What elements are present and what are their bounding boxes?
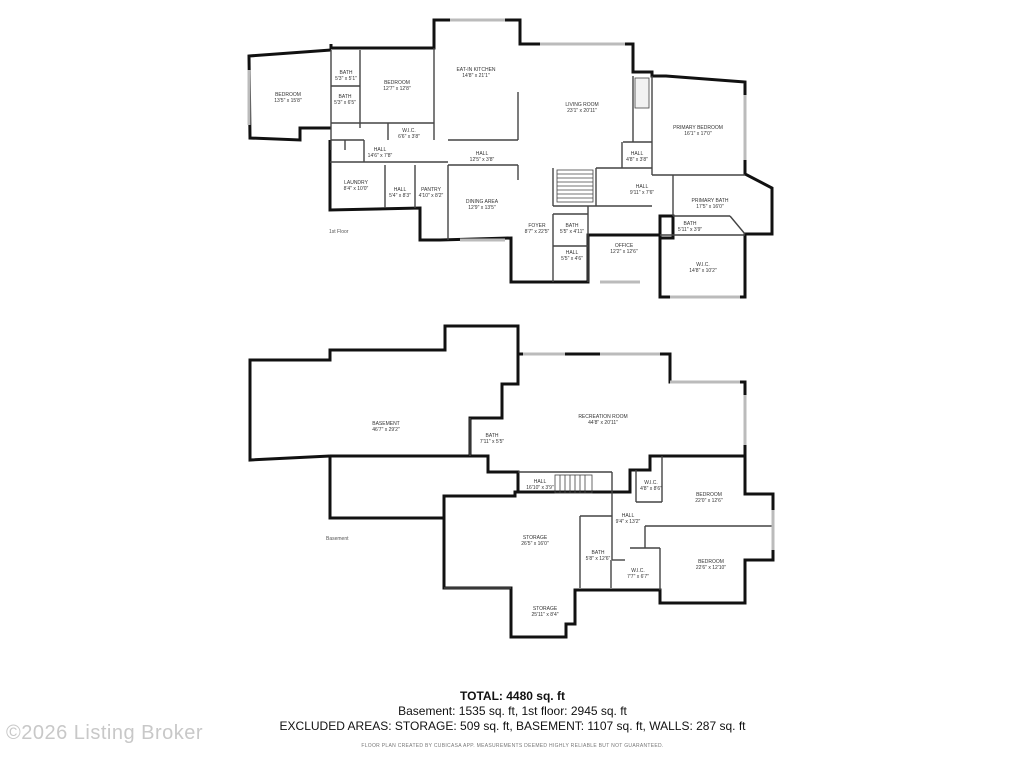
first-floor-fireplace (634, 77, 650, 109)
floor-label: Basement (326, 536, 349, 542)
first-floor-interior-walls (330, 48, 746, 282)
excluded-areas: EXCLUDED AREAS: STORAGE: 509 sq. ft, BAS… (279, 719, 746, 733)
first-floor-windows (247, 18, 747, 299)
basement-interior-walls (444, 418, 773, 590)
floor-areas: Basement: 1535 sq. ft, 1st floor: 2945 s… (398, 704, 627, 718)
basement-stairs (554, 474, 593, 494)
room-label: W.I.C.4'8" x 8'6" (640, 480, 662, 492)
floor-label: 1st Floor (329, 229, 349, 235)
room-label: W.I.C.6'6" x 3'8" (398, 128, 420, 140)
basement-outer-walls (248, 324, 775, 639)
disclaimer: FLOOR PLAN CREATED BY CUBICASA APP. MEAS… (361, 743, 664, 749)
basement-windows (523, 352, 775, 550)
watermark: ©2026 Listing Broker (6, 722, 204, 744)
first-floor-outer-walls (247, 18, 774, 299)
total-area: TOTAL: 4480 sq. ft (460, 689, 565, 703)
room-label: W.I.C.14'8" x 10'2" (689, 262, 717, 274)
first-floor-stairs (556, 169, 594, 203)
room-label: W.I.C.7'7" x 6'7" (627, 568, 649, 580)
